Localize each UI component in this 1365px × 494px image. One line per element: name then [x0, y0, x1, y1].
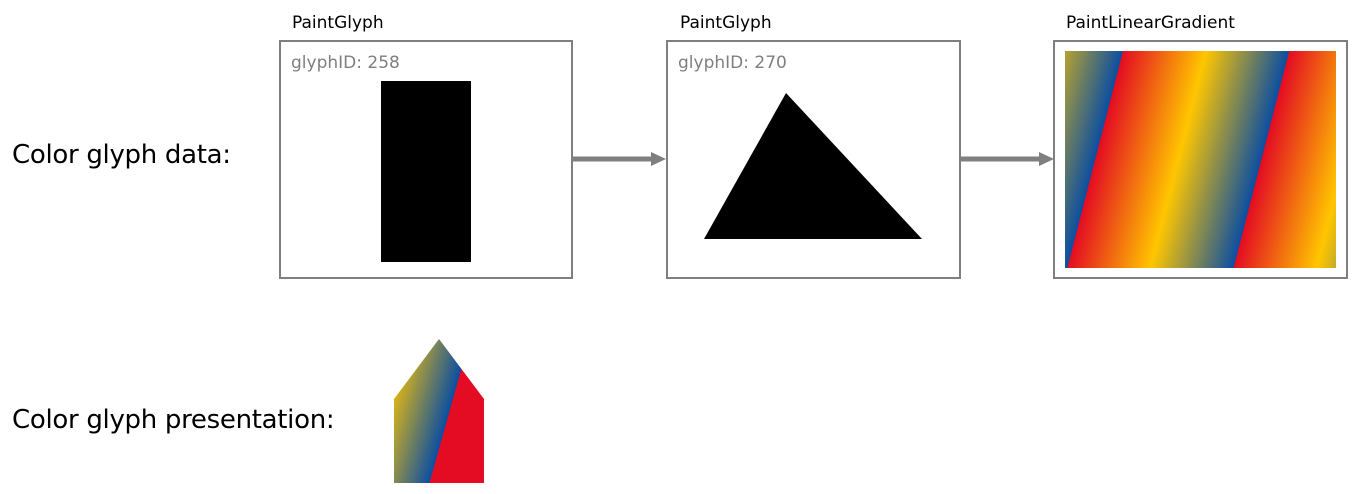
paint-glyph-node-258: glyphID: 258 — [279, 40, 573, 279]
paint-linear-gradient-node — [1053, 40, 1348, 279]
arrow-right-icon — [960, 152, 1054, 166]
arrow-right-icon — [572, 152, 666, 166]
node-3-title: PaintLinearGradient — [1066, 13, 1235, 33]
node-1-title: PaintGlyph — [292, 13, 384, 33]
glyph-id-label: glyphID: 270 — [678, 53, 787, 73]
linear-gradient-swatch — [1065, 51, 1336, 268]
color-glyph-presentation — [394, 339, 484, 483]
triangle-glyph — [704, 93, 922, 239]
rectangle-glyph — [381, 81, 471, 262]
color-glyph-data-label: Color glyph data: — [12, 140, 231, 170]
paint-glyph-node-270: glyphID: 270 — [666, 40, 961, 279]
glyph-id-label: glyphID: 258 — [291, 53, 400, 73]
node-2-title: PaintGlyph — [680, 13, 772, 33]
color-glyph-presentation-label: Color glyph presentation: — [12, 405, 335, 435]
